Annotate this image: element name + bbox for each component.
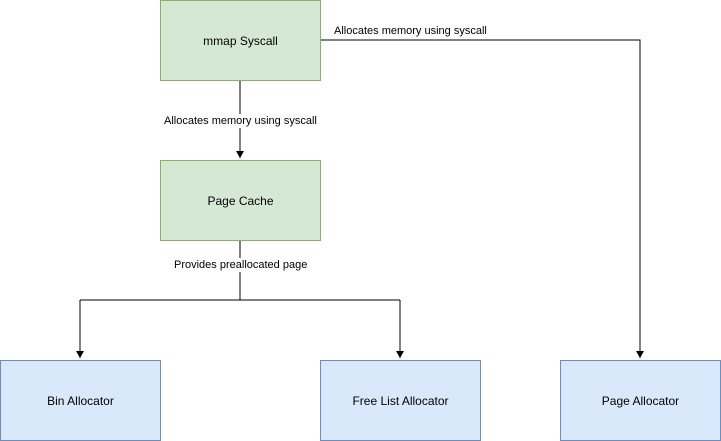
node-mmap-syscall[interactable]: mmap Syscall: [160, 0, 321, 81]
node-page-allocator-label: Page Allocator: [601, 393, 680, 408]
node-free-list-allocator-label: Free List Allocator: [352, 393, 449, 408]
node-page-allocator[interactable]: Page Allocator: [560, 360, 721, 441]
edge-mmap-to-page-allocator: [320, 39, 644, 358]
node-page-cache[interactable]: Page Cache: [160, 160, 321, 241]
node-free-list-allocator[interactable]: Free List Allocator: [320, 360, 481, 441]
edge-label-page-cache-to-allocators: Provides preallocated page: [172, 258, 310, 272]
edge-label-mmap-to-page-cache: Allocates memory using syscall: [162, 114, 319, 128]
node-bin-allocator[interactable]: Bin Allocator: [0, 360, 161, 441]
node-page-cache-label: Page Cache: [207, 193, 274, 208]
node-bin-allocator-label: Bin Allocator: [47, 393, 114, 408]
node-mmap-syscall-label: mmap Syscall: [203, 33, 278, 48]
edge-label-mmap-to-page-allocator: Allocates memory using syscall: [332, 24, 489, 38]
